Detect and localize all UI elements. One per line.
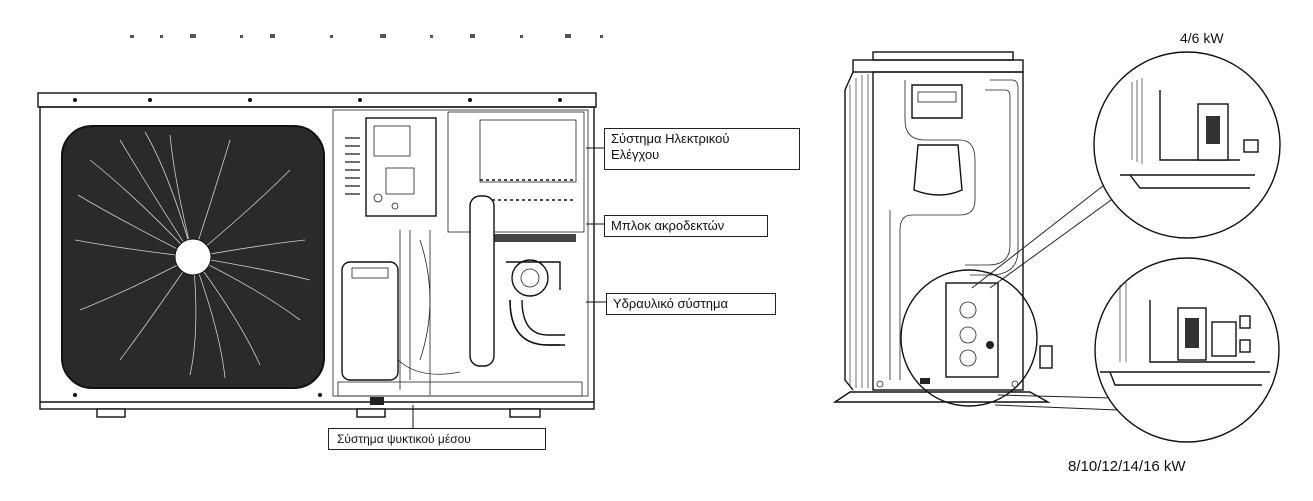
side-view-unit xyxy=(832,51,1053,403)
label-electrical-control-system: Σύστημα Ηλεκτρικού Ελέγχου xyxy=(604,128,800,170)
detail-circle-large-model xyxy=(1094,257,1280,443)
detail-circle-small-model xyxy=(1093,51,1281,239)
zoom-region-circle xyxy=(900,269,1038,407)
caption-small-model: 4/6 kW xyxy=(1180,30,1224,46)
internal-components xyxy=(332,109,589,405)
caption-large-model: 8/10/12/14/16 kW xyxy=(1068,458,1186,475)
front-view-unit xyxy=(37,92,597,418)
callout-leader-lines xyxy=(412,147,606,432)
label-refrigerant-system: Σύστημα ψυκτικού μέσου xyxy=(328,428,546,450)
label-hydraulic-system: Υδραυλικό σύστημα xyxy=(606,293,776,315)
cropped-text-line xyxy=(130,34,603,38)
label-terminal-block: Μπλοκ ακροδεκτών xyxy=(604,215,768,237)
detail-leader-lines xyxy=(971,181,1119,411)
fan-grille xyxy=(61,125,325,389)
